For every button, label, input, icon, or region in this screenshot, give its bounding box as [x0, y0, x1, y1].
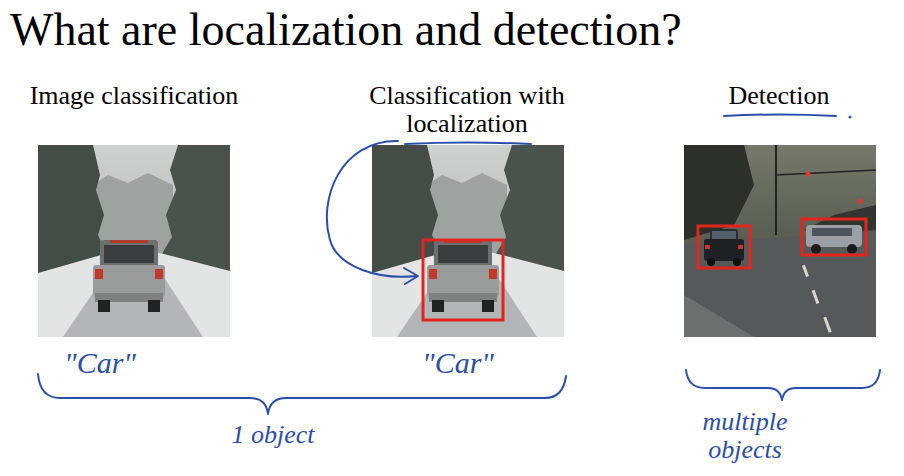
slide-title: What are localization and detection? — [10, 2, 890, 58]
photo-snow-car — [372, 145, 564, 337]
brace — [38, 374, 566, 414]
arrow-head — [404, 268, 418, 284]
photo-snow-car — [38, 145, 230, 337]
bounding-box — [423, 240, 503, 320]
handwritten-note: "Car" — [408, 346, 508, 380]
column-heading: Detection — [699, 82, 859, 110]
brace — [686, 370, 880, 400]
handwritten-note: 1 object — [208, 420, 338, 450]
bounding-box — [698, 226, 750, 268]
column-heading: Classification with localization — [352, 82, 582, 138]
photo-street — [684, 145, 876, 337]
handwritten-note: "Car" — [50, 346, 150, 380]
handwritten-note: multiple objects — [690, 408, 800, 464]
underline — [724, 115, 836, 117]
underline — [405, 143, 531, 145]
pointer-arrow — [327, 141, 416, 277]
pen-dot — [849, 116, 852, 119]
column-heading: Image classification — [24, 82, 244, 110]
bounding-box — [802, 219, 866, 255]
